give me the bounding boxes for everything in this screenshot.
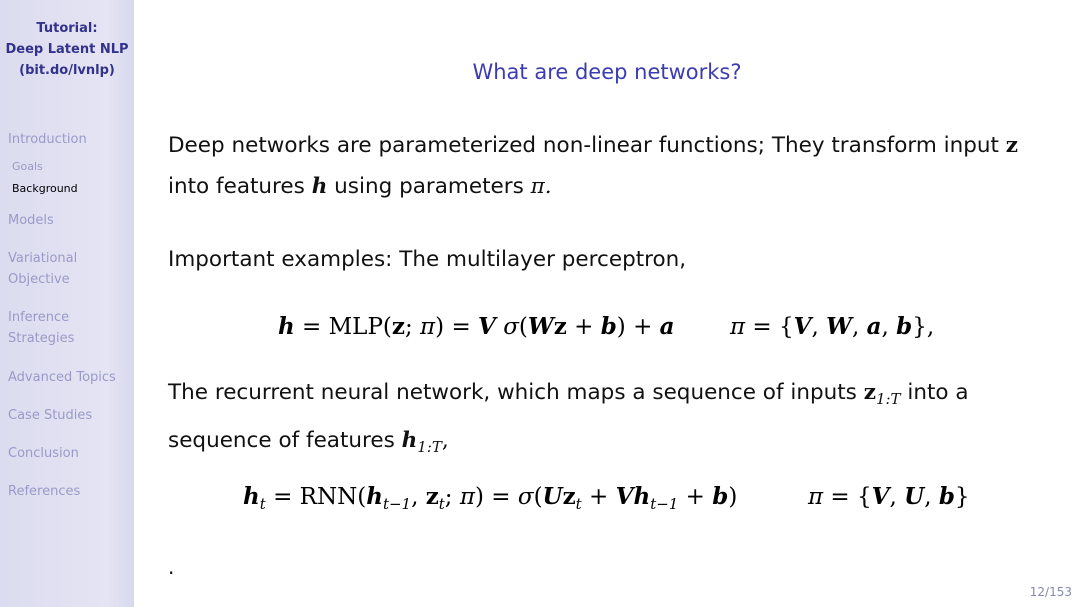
p1-text-a: Deep networks are parameterized non-line…	[168, 133, 1006, 158]
sidebar-title[interactable]: Tutorial: Deep Latent NLP (bit.do/lvnlp)	[0, 18, 134, 81]
nav-conclusion[interactable]: Conclusion	[8, 446, 79, 461]
math-h-seq: h1:T	[401, 428, 442, 456]
nav-objective[interactable]: Objective	[8, 272, 70, 287]
nav-models[interactable]: Models	[8, 213, 54, 228]
sidebar-navigation: Tutorial: Deep Latent NLP (bit.do/lvnlp)…	[0, 0, 134, 607]
page-number: 12/153	[1029, 585, 1072, 599]
paragraph-mlp: Important examples: The multilayer perce…	[168, 247, 687, 272]
paragraph-deep-networks: Deep networks are parameterized non-line…	[168, 125, 1038, 207]
p3-text-a: The recurrent neural network, which maps…	[168, 380, 864, 405]
sidebar-title-line-1: Tutorial:	[36, 21, 98, 36]
math-h: h	[311, 174, 328, 199]
equation-mlp: h = MLP(z; π) = V σ(Wz + b) + a	[278, 313, 675, 340]
nav-case-studies[interactable]: Case Studies	[8, 408, 93, 423]
paragraph-rnn: The recurrent neural network, which maps…	[168, 380, 969, 456]
p3-text-b: into a	[900, 380, 969, 405]
p1-text-c: using parameters	[327, 174, 531, 199]
p1-text-b: into features	[168, 174, 312, 199]
trailing-dot: .	[168, 555, 175, 579]
sidebar-title-line-3: (bit.do/lvnlp)	[19, 63, 115, 78]
nav-introduction[interactable]: Introduction	[8, 132, 87, 147]
nav-inference[interactable]: Inference	[8, 310, 70, 325]
math-z-seq: z1:T	[863, 380, 901, 408]
nav-strategies[interactable]: Strategies	[8, 331, 75, 346]
nav-background[interactable]: Background	[12, 182, 78, 195]
nav-goals[interactable]: Goals	[12, 160, 43, 173]
nav-variational[interactable]: Variational	[8, 251, 78, 266]
p3-text-c: sequence of features	[168, 428, 402, 453]
nav-references[interactable]: References	[8, 484, 81, 499]
math-z: z	[1005, 133, 1018, 158]
equation-mlp-params: π = {V, W, a, b},	[730, 313, 935, 340]
sidebar-title-line-2: Deep Latent NLP	[5, 42, 129, 57]
slide-title: What are deep networks?	[472, 60, 742, 84]
math-pi: π.	[530, 174, 552, 199]
nav-advanced-topics[interactable]: Advanced Topics	[8, 370, 116, 385]
equation-rnn: ht = RNN(ht−1, zt; π) = σ(Uzt + Vht−1 + …	[243, 483, 738, 513]
equation-rnn-params: π = {V, U, b}	[808, 483, 970, 510]
